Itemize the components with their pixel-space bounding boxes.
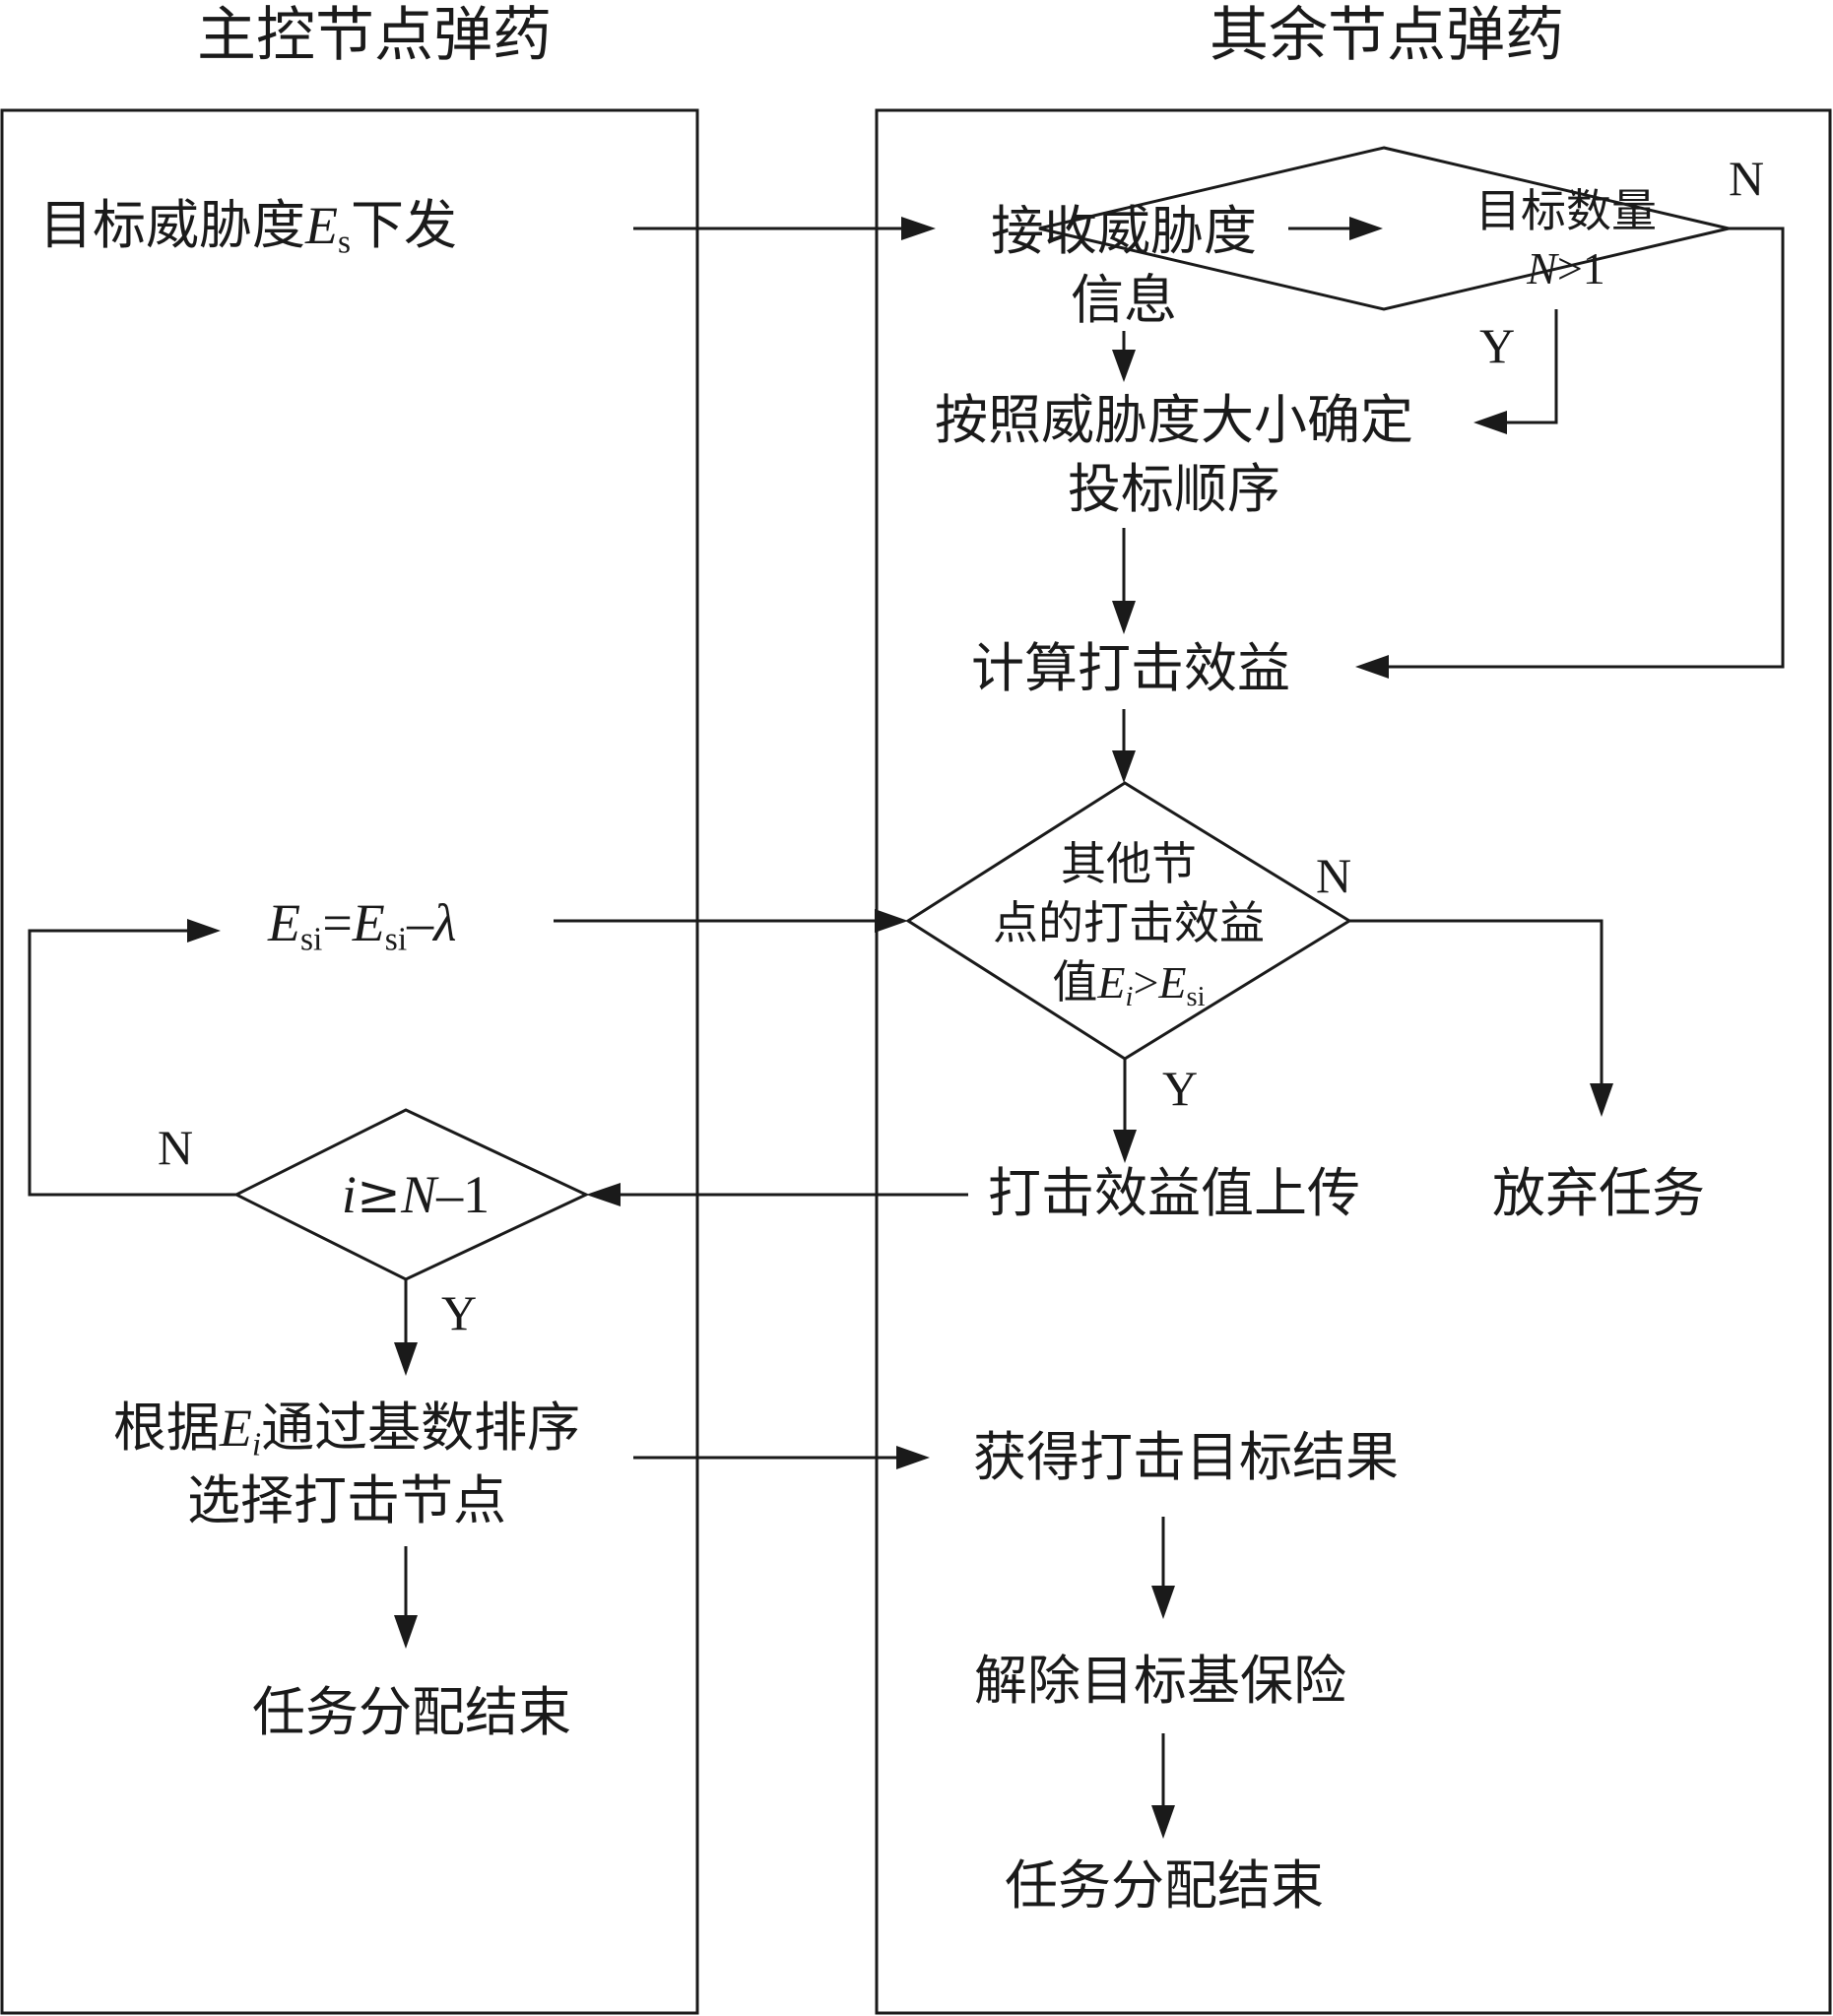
- arrowhead: [896, 1446, 930, 1469]
- arrow-count-no-to-compute: [1389, 227, 1785, 669]
- arrowhead: [1355, 655, 1389, 679]
- compare-var-2: E: [1158, 956, 1187, 1008]
- compare-label: 其他节 点的打击效益 值Ei>Esi: [993, 835, 1265, 1015]
- arrow-index-no-to-update: [28, 929, 236, 1197]
- arrowhead: [187, 919, 221, 943]
- others-lane-header: 其余节点弹药: [1210, 1, 1564, 70]
- update-minus: –: [407, 893, 434, 952]
- issue-threat-prefix: 目标威胁度: [39, 194, 305, 256]
- count-line-1: 目标数量: [1475, 184, 1657, 237]
- order-line-1: 按照威胁度大小确定: [935, 389, 1413, 451]
- abandon-task-step: 放弃任务: [1492, 1162, 1705, 1224]
- count-var: N: [1527, 242, 1557, 293]
- order-line-2: 投标顺序: [1068, 458, 1280, 521]
- arrowhead: [1112, 750, 1136, 783]
- index-var-i: i: [341, 1165, 357, 1224]
- upload-benefit-step: 打击效益值上传: [988, 1162, 1360, 1224]
- master-lane-header: 主控节点弹药: [197, 1, 552, 70]
- arrowhead: [1113, 1130, 1137, 1163]
- select-line-1: 根据Ei通过基数排序: [113, 1394, 580, 1466]
- compare-no-label: N: [1316, 848, 1352, 903]
- arrowhead: [1112, 350, 1136, 382]
- index-check-label: i≥N–1: [341, 1165, 491, 1224]
- update-sub-2: si: [384, 921, 408, 958]
- count-check-no-label: N: [1729, 151, 1765, 206]
- bid-order-step: 按照威胁度大小确定 投标顺序: [935, 386, 1413, 524]
- arrowhead: [1112, 601, 1136, 634]
- master-end-step: 任务分配结束: [252, 1681, 571, 1743]
- update-lambda: λ: [433, 893, 457, 952]
- arrowhead: [394, 1342, 418, 1376]
- arrowhead: [394, 1615, 418, 1649]
- receive-threat-step: 接收威胁度 信息: [991, 197, 1257, 335]
- strike-result-step: 获得打击目标结果: [973, 1426, 1399, 1488]
- issue-threat-sub: s: [338, 224, 352, 261]
- issue-threat-var: E: [305, 196, 338, 255]
- arrowhead: [1151, 1586, 1175, 1619]
- select-post: 通过基数排序: [261, 1397, 581, 1459]
- arrowhead: [901, 217, 936, 240]
- update-equals: =: [322, 893, 353, 952]
- compute-benefit-step: 计算打击效益: [971, 637, 1290, 699]
- index-var-n: N: [401, 1165, 437, 1224]
- compare-line-3: 值Ei>Esi: [993, 953, 1265, 1015]
- arrowhead: [1349, 217, 1383, 240]
- count-check-label: 目标数量 N>1: [1475, 183, 1657, 296]
- threat-update-formula: Esi=Esi–λ: [268, 896, 457, 956]
- select-pre: 根据: [112, 1397, 220, 1459]
- count-check-yes-label: Y: [1479, 318, 1516, 373]
- compare-yes-label: Y: [1162, 1061, 1199, 1116]
- select-line-2: 选择打击节点: [187, 1468, 506, 1531]
- compare-line-2: 点的打击效益: [993, 895, 1265, 949]
- compare-pre: 值: [1052, 954, 1098, 1008]
- compare-op: >: [1133, 956, 1159, 1008]
- arrowhead: [1473, 411, 1507, 434]
- others-end-step: 任务分配结束: [1005, 1854, 1324, 1917]
- index-check-no-label: N: [158, 1120, 194, 1175]
- issue-threat-suffix: 下发: [351, 194, 458, 256]
- arrowhead: [875, 909, 908, 933]
- arrowhead: [1151, 1805, 1175, 1839]
- select-var: E: [219, 1398, 252, 1458]
- compare-line-1: 其他节: [1061, 837, 1197, 890]
- arrowhead: [586, 1183, 621, 1206]
- disarm-step: 解除目标基保险: [974, 1650, 1346, 1712]
- arrow-compare-no-to-abandon: [1349, 919, 1604, 1083]
- arrow-count-yes-to-order: [1507, 309, 1558, 424]
- master-lane-box: [0, 108, 699, 2015]
- issue-threat-step: 目标威胁度Es下发: [39, 199, 457, 259]
- compare-sub-2: si: [1186, 981, 1206, 1012]
- others-lane-box: [875, 108, 1832, 2015]
- select-node-step: 根据Ei通过基数排序 选择打击节点: [113, 1394, 580, 1535]
- compare-var-1: E: [1097, 956, 1126, 1008]
- index-rest: –1: [436, 1165, 491, 1224]
- update-var-1: E: [268, 893, 300, 952]
- index-op: ≥: [356, 1163, 402, 1225]
- arrowhead: [1590, 1083, 1613, 1117]
- update-sub-1: si: [300, 921, 323, 958]
- receive-line-1: 接收威胁度: [991, 200, 1257, 262]
- count-line-2: N>1: [1475, 240, 1657, 297]
- update-var-2: E: [352, 893, 385, 952]
- index-check-yes-label: Y: [441, 1285, 478, 1340]
- select-sub: i: [251, 1426, 262, 1463]
- count-op: >1: [1556, 242, 1605, 293]
- receive-line-2: 信息: [1071, 269, 1177, 332]
- count-check-diamond: [1038, 146, 1730, 311]
- compare-sub-1: i: [1125, 981, 1134, 1012]
